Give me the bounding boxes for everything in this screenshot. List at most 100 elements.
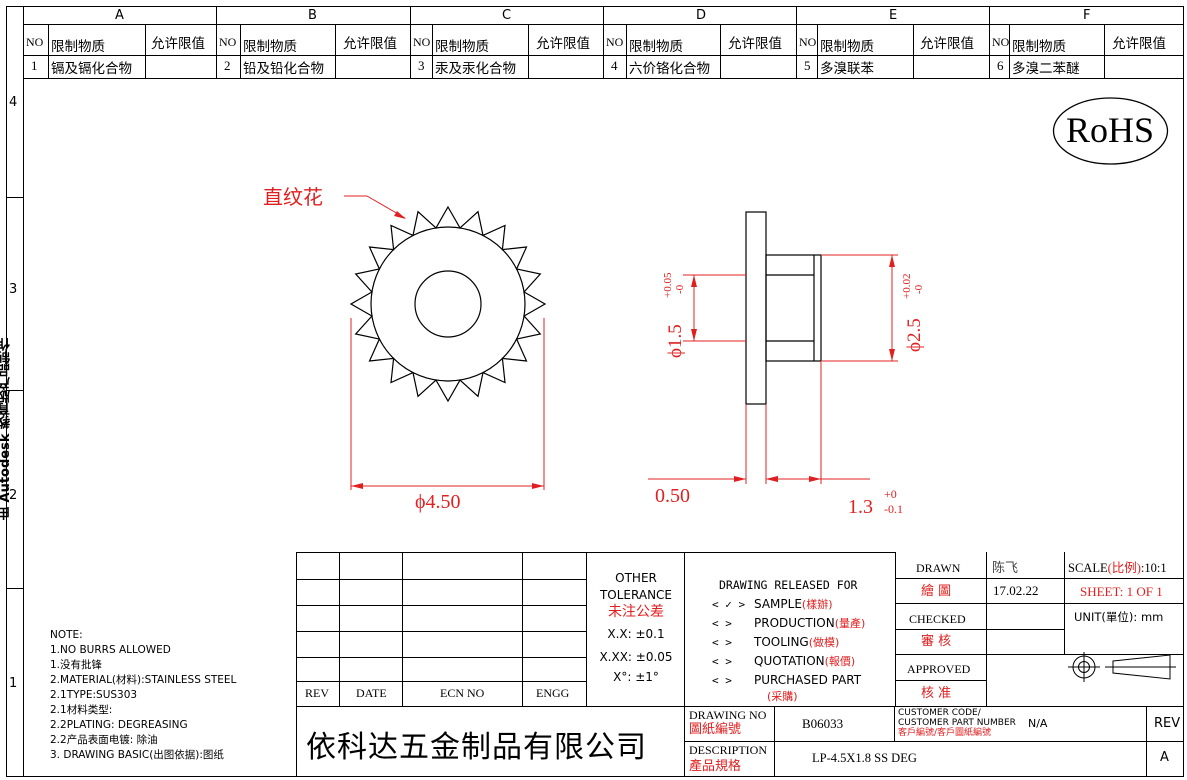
engg-header: ENGG	[536, 686, 570, 700]
zone-number: 1	[9, 676, 18, 691]
drawing-no-label-cn: 圖紙編號	[689, 721, 742, 736]
release-option: < >TOOLING(做模)	[712, 633, 865, 652]
company-name: 依科达五金制品有限公司	[306, 731, 647, 764]
dim-flange-thickness: 0.50	[655, 485, 690, 507]
col-header-substance: 限制物质	[629, 39, 683, 55]
zone-number: 3	[9, 282, 18, 297]
release-option: < >QUOTATION(報價)	[712, 652, 865, 671]
note-line: NOTE:	[50, 629, 83, 641]
dim-hole-tol-up: +0.05	[662, 272, 674, 298]
release-option: < ✓ > SAMPLE(樣辦)	[712, 595, 865, 614]
drawn-label: DRAWN	[916, 561, 961, 575]
col-header-substance: 限制物质	[820, 39, 874, 55]
drawn-date: 17.02.22	[993, 583, 1039, 598]
release-mark: < >	[712, 617, 732, 630]
release-option: < > PRODUCTION(量產)	[712, 614, 865, 633]
approved-label: APPROVED	[907, 662, 971, 676]
note-line: 1.没有批锋	[50, 659, 103, 671]
tolerance-x: X.X: ±0.1	[607, 627, 665, 641]
dim-length-tol-low: -0.1	[884, 502, 903, 516]
scale-label: SCALE	[1068, 561, 1108, 575]
substance-no: 2	[224, 58, 231, 73]
release-label-cn: (做模)	[808, 636, 840, 649]
tolerance-title: OTHER	[615, 571, 657, 585]
dim-shaft-value: ϕ2.5	[904, 318, 925, 352]
description-label-cn: 產品規格	[689, 758, 742, 773]
substance-name: 汞及汞化合物	[435, 61, 516, 77]
zone-number: 2	[9, 488, 18, 503]
col-header-substance: 限制物质	[435, 39, 489, 55]
release-label-cn: (樣辦)	[801, 598, 833, 611]
customer-code-label: CUSTOMER CODE/ CUSTOMER PART NUMBER 客戶編號…	[898, 708, 1016, 738]
knurl-label: 直纹花	[263, 187, 323, 209]
zone-letter: B	[308, 8, 317, 23]
dim-shaft-tol-low: -0	[913, 284, 925, 294]
dim-outer-lines	[350, 318, 545, 490]
unit-value: mm	[1140, 610, 1164, 624]
substance-name: 铅及铅化合物	[243, 61, 324, 77]
rohs-ellipse	[1052, 97, 1169, 165]
checked-label-cn: 審 核	[921, 634, 952, 649]
drawing-no-value: B06033	[802, 716, 844, 731]
release-title: DRAWING RELEASED FOR	[719, 578, 858, 592]
drawn-label-cn: 繪 圖	[921, 584, 952, 599]
knurled-front-view	[349, 205, 547, 403]
col-header-limit: 允许限值	[343, 36, 397, 52]
release-label-cn: (采購)	[767, 690, 798, 703]
tolerance-xx: X.XX: ±0.05	[599, 650, 673, 664]
customer-label-cn: 客戶編號/客戶圖紙編號	[898, 728, 992, 738]
dim-length: 1.3	[848, 496, 873, 518]
col-header-no: NO	[992, 35, 1010, 49]
col-header-limit: 允许限值	[1112, 36, 1166, 52]
note-line: 2.1TYPE:SUS303	[50, 689, 138, 701]
col-header-substance: 限制物质	[243, 39, 297, 55]
drawing-no-label: DRAWING NO 圖紙編號	[689, 708, 766, 736]
zone-letter: A	[115, 8, 124, 23]
zone-letter: C	[502, 8, 512, 23]
col-header-no: NO	[606, 35, 624, 49]
substance-no: 1	[31, 58, 38, 73]
autodesk-watermark: 由 Autodesk 教育版产品制作	[0, 337, 13, 520]
col-header-substance: 限制物质	[51, 39, 105, 55]
release-label: PRODUCTION	[754, 616, 835, 630]
ecn-header: ECN NO	[440, 686, 485, 700]
projection-symbol-icon	[1068, 652, 1176, 682]
unit: UNIT(單位): mm	[1074, 609, 1163, 625]
scale: SCALE(比例):10:1	[1068, 557, 1167, 576]
substance-no: 3	[418, 58, 425, 73]
dim-hole-value: ϕ1.5	[665, 324, 686, 358]
approved-label-cn: 核 准	[921, 686, 952, 701]
release-label: QUOTATION	[754, 654, 825, 668]
col-header-limit: 允许限值	[920, 36, 974, 52]
dim-hole-tol-low: -0	[674, 284, 686, 294]
customer-code-value: N/A	[1028, 717, 1048, 730]
col-header-no: NO	[26, 35, 44, 49]
center-hole	[414, 270, 482, 338]
substance-name: 多溴二苯醚	[1012, 61, 1080, 77]
release-label: SAMPLE	[754, 597, 802, 611]
note-line: 2.2产品表面电镀: 除油	[50, 734, 158, 746]
release-mark: < >	[712, 655, 732, 668]
release-label-cn: (量產)	[834, 617, 866, 630]
zone-number: 4	[9, 95, 18, 110]
customer-label-1: CUSTOMER CODE/	[898, 708, 981, 718]
substance-name: 六价铬化合物	[629, 61, 710, 77]
release-option: < >PURCHASED PART(采購)	[712, 671, 865, 703]
release-mark: < >	[712, 636, 732, 649]
checked-label: CHECKED	[909, 612, 966, 626]
col-header-no: NO	[799, 35, 817, 49]
rev-header: REV	[305, 686, 329, 700]
date-header: DATE	[356, 686, 387, 700]
dim-shaft-diameter: ϕ2.5	[904, 318, 926, 352]
unit-label: UNIT(單位):	[1074, 610, 1138, 624]
zone-letter: F	[1083, 8, 1091, 23]
rohs-mark: RoHS	[1066, 110, 1155, 150]
substance-name: 多溴联苯	[820, 61, 874, 77]
dim-shaft-tol-up: +0.02	[901, 273, 913, 299]
col-header-limit: 允许限值	[151, 36, 205, 52]
substance-name: 镉及镉化合物	[51, 61, 132, 77]
checkmark-icon: < ✓ >	[712, 598, 746, 611]
